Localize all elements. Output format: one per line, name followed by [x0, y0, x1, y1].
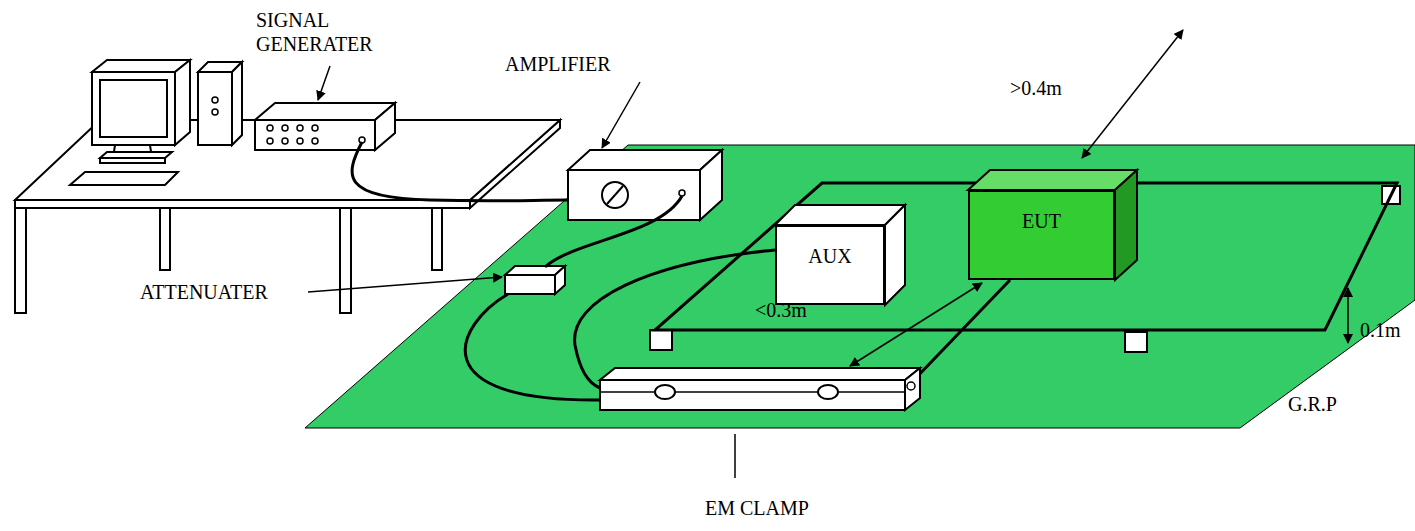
box-text: AUX: [808, 245, 851, 268]
box-text: EUT: [1022, 210, 1061, 233]
plane-label: G.R.P: [1288, 392, 1337, 416]
device-label: ATTENUATER: [140, 280, 268, 304]
eut-box: EUT: [968, 190, 1115, 280]
aux-box: AUX: [775, 225, 885, 305]
dimension-label: 0.1m: [1360, 318, 1401, 342]
device-label: AMPLIFIER: [505, 52, 611, 76]
dimension-label: >0.4m: [1010, 76, 1062, 100]
device-label: SIGNAL GENERATER: [256, 8, 386, 56]
dimension-label: <0.3m: [755, 298, 807, 322]
device-label: EM CLAMP: [705, 496, 809, 520]
